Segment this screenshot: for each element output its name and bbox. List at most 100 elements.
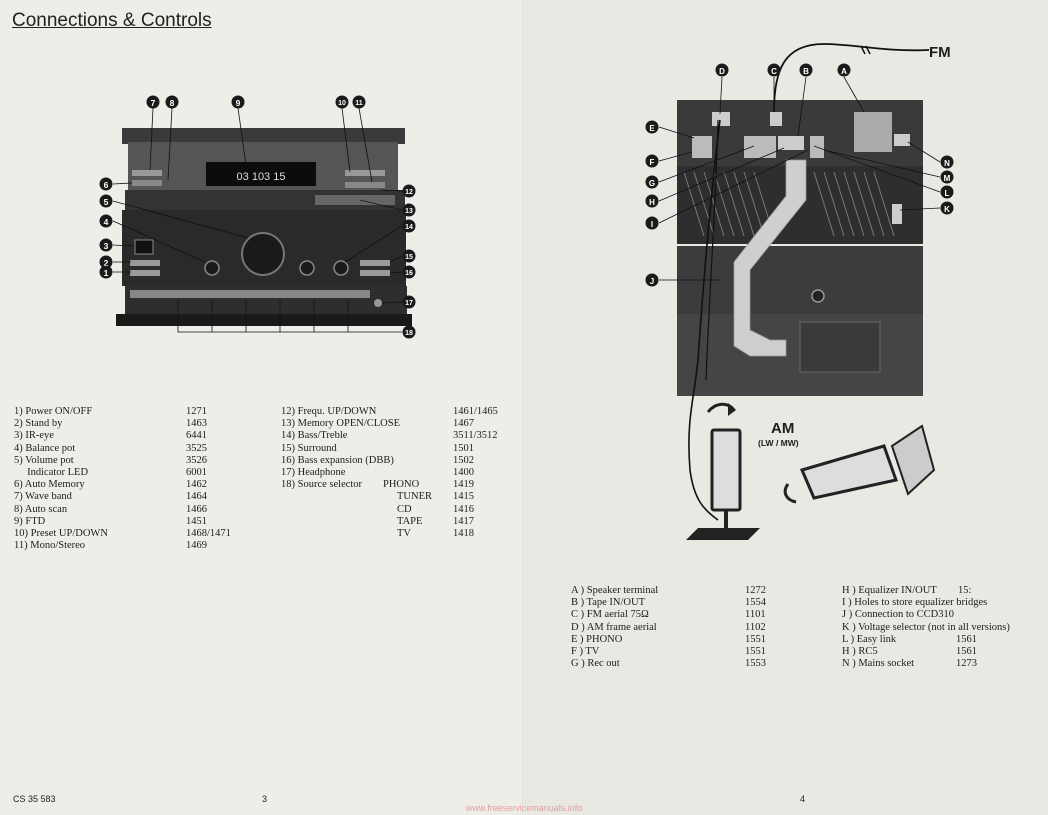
svg-text:11: 11 (355, 100, 363, 107)
svg-text:16: 16 (405, 270, 413, 277)
svg-text:14: 14 (405, 224, 413, 231)
svg-text:J: J (650, 277, 654, 286)
svg-text:I: I (651, 220, 653, 229)
callout-G: G (645, 175, 659, 189)
callout-6: 6 (99, 177, 113, 191)
page-number-right: 4 (800, 794, 806, 804)
svg-text:3: 3 (104, 241, 109, 251)
callout-1: 1 (99, 265, 113, 279)
svg-text:6: 6 (104, 180, 109, 190)
callout-16: 16 (402, 265, 416, 279)
am-frame-aerial-side (783, 424, 936, 504)
am-sublabel: (LW / MW) (758, 438, 799, 448)
svg-text:F: F (650, 158, 655, 167)
svg-text:D: D (719, 67, 725, 76)
svg-text:L: L (945, 189, 950, 198)
svg-text:K: K (944, 205, 950, 214)
svg-text:E: E (649, 124, 655, 133)
svg-text:G: G (649, 179, 655, 188)
callout-H: H (645, 194, 659, 208)
svg-text:10: 10 (338, 100, 346, 107)
svg-text:18: 18 (405, 330, 413, 337)
display-window (206, 162, 316, 186)
watermark-url: www.freeservicemanuals.info (465, 803, 583, 813)
callout-12: 12 (402, 184, 416, 198)
svg-text:M: M (944, 174, 951, 183)
front-panel-diagram: 03 103 15 7 8 9 10 11 6 12 5 13 4 14 3 1… (99, 95, 416, 339)
page-title: Connections & Controls (12, 10, 212, 31)
callout-F: F (645, 154, 659, 168)
callout-N: N (940, 155, 954, 169)
callout-E: E (645, 120, 659, 134)
callout-J: J (645, 273, 659, 287)
svg-text:C: C (771, 67, 777, 76)
callout-B: B (799, 63, 813, 77)
svg-text:H: H (649, 198, 655, 207)
callout-A: A (837, 63, 851, 77)
list-item: J ) Connection to CCD310 (842, 609, 954, 621)
svg-text:A: A (841, 67, 847, 76)
am-frame-aerial (686, 402, 760, 540)
callout-C: C (767, 63, 781, 77)
callout-9: 9 (231, 95, 245, 109)
fm-label: FM (929, 44, 951, 61)
display-readout: 03 103 15 (237, 171, 286, 183)
svg-text:1: 1 (104, 268, 109, 278)
rear-panel-diagram: D C B A E F G H I J N M L K (645, 43, 954, 540)
callout-5: 5 (99, 194, 113, 208)
callout-D: D (715, 63, 729, 77)
right-page: D C B A E F G H I J N M L K FM AM (LW / … (524, 0, 1048, 815)
svg-text:4: 4 (104, 217, 109, 227)
callout-4: 4 (99, 214, 113, 228)
am-label: AM (771, 420, 795, 437)
callout-14: 14 (402, 219, 416, 233)
svg-text:7: 7 (151, 98, 156, 108)
callout-13: 13 (402, 203, 416, 217)
callout-8: 8 (165, 95, 179, 109)
svg-text:N: N (944, 159, 950, 168)
svg-text:15: 15 (405, 254, 413, 261)
callout-17: 17 (402, 295, 416, 309)
callout-M: M (940, 170, 954, 184)
svg-text:17: 17 (405, 300, 413, 307)
volume-knob (241, 232, 285, 276)
receiver-front-panel: 03 103 15 (112, 107, 412, 333)
svg-text:13: 13 (405, 208, 413, 215)
callout-10: 10 (335, 95, 349, 109)
left-page: Connections & Controls (12, 10, 511, 804)
callout-L: L (940, 185, 954, 199)
svg-text:9: 9 (236, 98, 241, 108)
svg-text:8: 8 (170, 98, 175, 108)
